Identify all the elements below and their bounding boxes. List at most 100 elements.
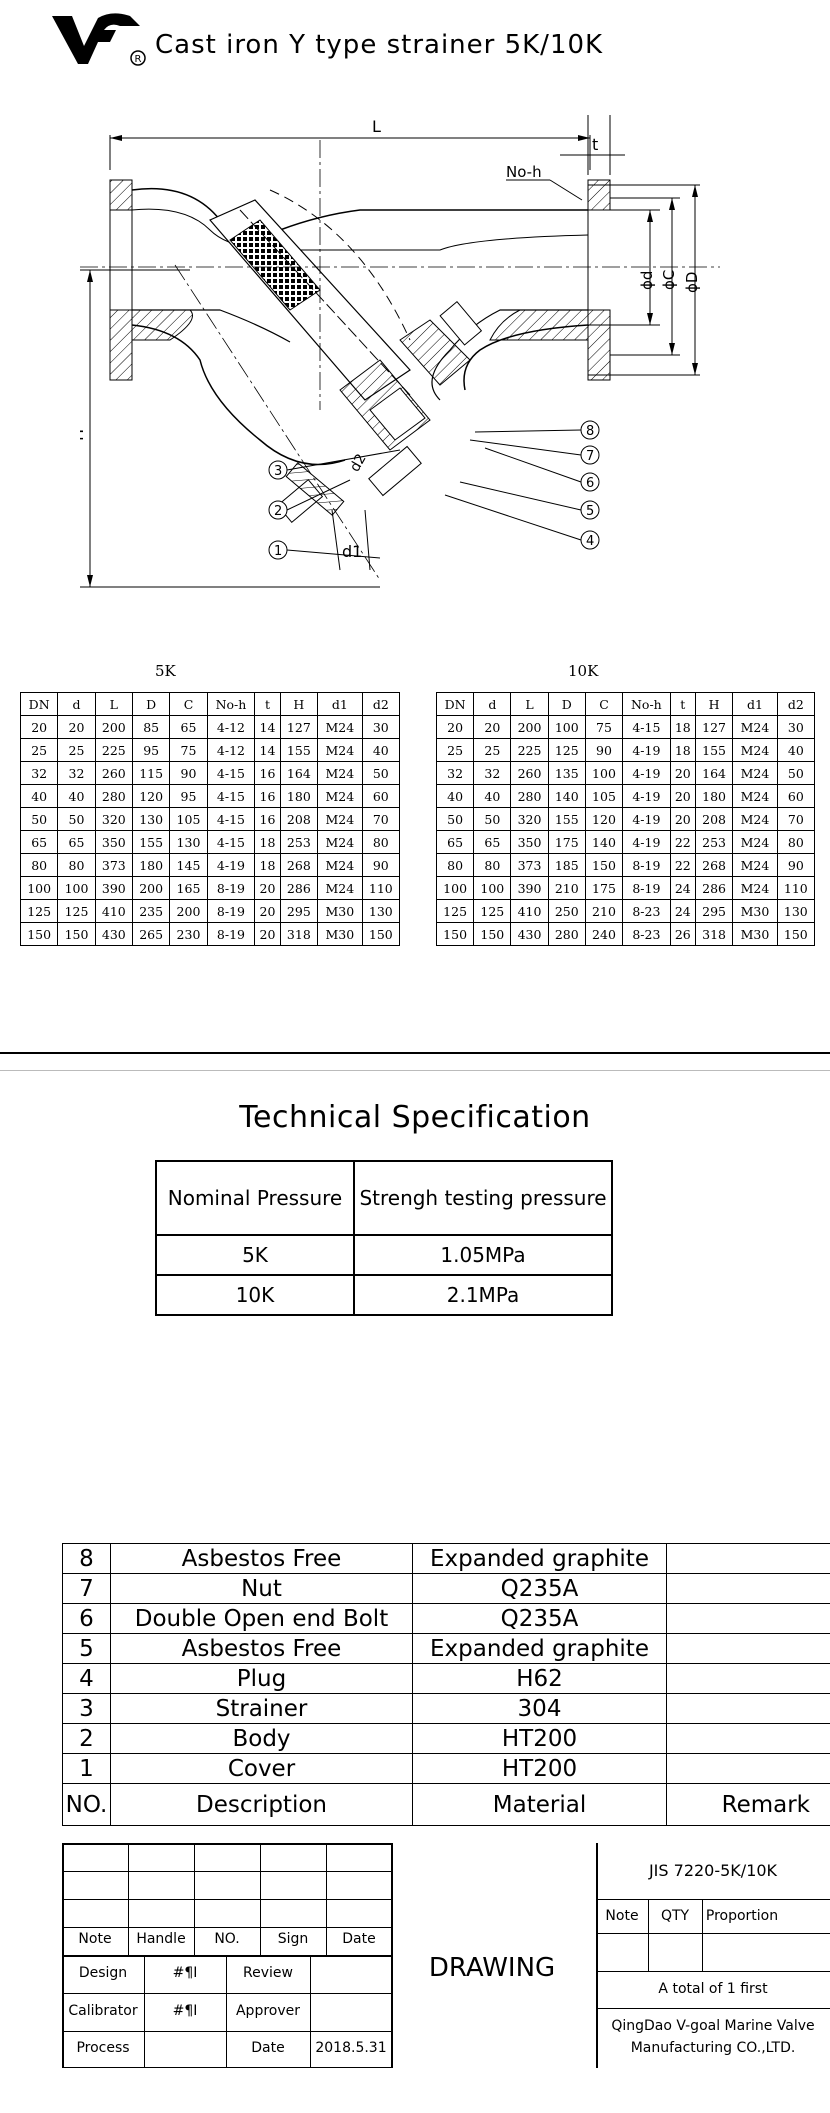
table-cell: 250 [547,899,586,923]
table-cell: 25 [435,738,475,762]
table-cell: 180 [279,784,319,808]
dim-phid: ϕd [638,271,656,290]
table-cell: 150 [19,922,59,946]
spec-header-nominal: Nominal Pressure [155,1160,355,1236]
table-cell: M24 [317,853,363,877]
table-cell: 4-15 [206,784,256,808]
table-cell: 268 [694,853,734,877]
table-header-cell: t [669,692,696,716]
parts-header-cell: Description [110,1783,413,1826]
tb-calibrator-name: #¶I [172,2003,198,2019]
tb-company-1: QingDao V-goal Marine Valve [611,2018,815,2034]
spec-header-testing: Strengh testing pressure [353,1160,613,1236]
table-cell: 100 [57,876,96,900]
table-cell: M24 [732,853,778,877]
dim-L: L [372,117,381,136]
table-cell: 50 [361,761,401,785]
table-cell: 40 [435,784,475,808]
table-cell: 280 [94,784,133,808]
strainer-drawing: L d2 d1 H ϕD ϕC [80,115,720,588]
parts-cell [666,1573,830,1604]
table-cell: 8-19 [622,876,671,900]
table-header-cell: L [94,692,133,716]
table-cell: 90 [584,738,624,762]
table-header-cell: C [169,692,208,716]
parts-cell: Q235A [412,1603,667,1634]
table-cell: 105 [169,807,208,831]
tb-sign: Sign [277,1931,309,1947]
table-header-cell: H [694,692,734,716]
divider-light [0,1070,830,1071]
table-cell: 130 [169,830,208,854]
table-cell: 208 [694,807,734,831]
table-cell: 145 [169,853,208,877]
table-cell: 295 [694,899,734,923]
table-cell: 260 [94,761,133,785]
table-cell: 85 [131,715,171,739]
tb-note: Note [78,1931,112,1947]
table-cell: 80 [776,830,816,854]
parts-cell [666,1663,830,1694]
table-cell: 8-23 [622,922,671,946]
parts-cell: 4 [62,1663,111,1694]
table-cell: 100 [547,715,586,739]
callouts: 8 7 6 5 4 3 2 1 [268,420,600,560]
table-cell: 350 [94,830,133,854]
table-cell: M24 [732,876,778,900]
table-cell: 150 [776,922,816,946]
table-cell: 175 [584,876,624,900]
parts-cell: HT200 [412,1723,667,1754]
table-cell: 210 [584,899,624,923]
table-cell: 75 [584,715,624,739]
table-cell: 350 [510,830,549,854]
tb-no: NO. [214,1931,240,1947]
table-cell: 200 [94,715,133,739]
table-cell: M24 [732,738,778,762]
table-cell: 175 [547,830,586,854]
parts-header-cell: NO. [62,1783,111,1826]
table-cell: 26 [669,922,696,946]
table-cell: 18 [254,853,281,877]
parts-cell [666,1753,830,1784]
parts-cell: Cover [110,1753,413,1784]
parts-header-cell: Material [412,1783,667,1826]
table-cell: 18 [669,738,696,762]
table-cell: 286 [694,876,734,900]
parts-cell: 6 [62,1603,111,1634]
table-cell: 30 [776,715,816,739]
table-cell: 115 [131,761,171,785]
table-cell: 90 [169,761,208,785]
dim-d1: d1 [342,542,362,561]
tb-company-2: Manufacturing CO.,LTD. [630,2040,796,2056]
tb-design: Design [78,1965,128,1981]
table-cell: 80 [435,853,475,877]
table-cell: M24 [732,761,778,785]
table-cell: 18 [669,715,696,739]
table-cell: M30 [317,899,363,923]
tb-std: JIS 7220-5K/10K [648,1861,778,1880]
table-cell: 8-19 [206,899,256,923]
table-cell: 50 [473,807,512,831]
table-cell: 50 [435,807,475,831]
tb-handle: Handle [136,1931,186,1947]
table-cell: 430 [510,922,549,946]
table-cell: M30 [732,922,778,946]
table-cell: M24 [317,715,363,739]
table-cell: M24 [317,876,363,900]
table-cell: 105 [584,784,624,808]
table-10k-label: 10K [568,662,599,680]
table-cell: M24 [317,784,363,808]
tb-calibrator: Calibrator [68,2003,138,2019]
parts-cell: Double Open end Bolt [110,1603,413,1634]
table-cell: 80 [473,853,512,877]
table-header-cell: d2 [776,692,816,716]
parts-cell: Asbestos Free [110,1633,413,1664]
table-cell: 20 [473,715,512,739]
table-cell: 200 [510,715,549,739]
